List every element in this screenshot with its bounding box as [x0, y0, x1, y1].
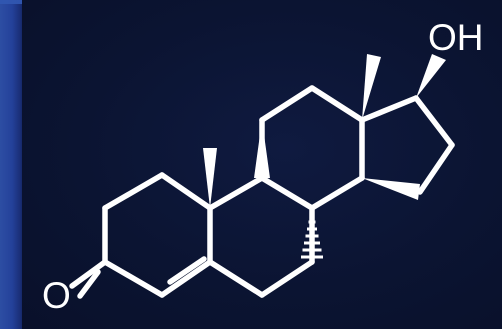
bond-c4-c5-double	[167, 256, 207, 285]
wedge-methyl-c10	[203, 148, 217, 208]
bond-c12-c13	[309, 85, 365, 123]
bond-c17-c16	[413, 95, 455, 148]
wedge-h-c14-c15	[362, 178, 420, 200]
bond-c3-c4	[102, 259, 165, 298]
bond-c10-c9	[207, 175, 265, 211]
bond-c13-c17	[359, 95, 419, 123]
bond-c4-c5	[159, 259, 213, 298]
bond-c6-c5	[207, 259, 265, 298]
hashed-bond-h-c8	[301, 213, 323, 259]
bond-c16-c15	[417, 142, 455, 195]
ketone-oxygen-label: O	[42, 275, 71, 316]
wedge-methyl-c13	[362, 54, 381, 120]
wedge-oh-c17	[416, 54, 446, 98]
bond-c7-c6	[259, 259, 315, 298]
bond-c3-o	[69, 259, 108, 289]
hydroxyl-label: OH	[428, 17, 484, 58]
wedge-h-c9	[254, 120, 270, 178]
bond-c9-c8	[259, 175, 315, 211]
bond-c11-c12	[259, 85, 315, 123]
bond-c1-c2	[102, 172, 165, 211]
bond-c10-c1	[159, 172, 213, 211]
bond-c3-o-double	[77, 269, 101, 299]
bond-c14-c8	[309, 175, 365, 211]
